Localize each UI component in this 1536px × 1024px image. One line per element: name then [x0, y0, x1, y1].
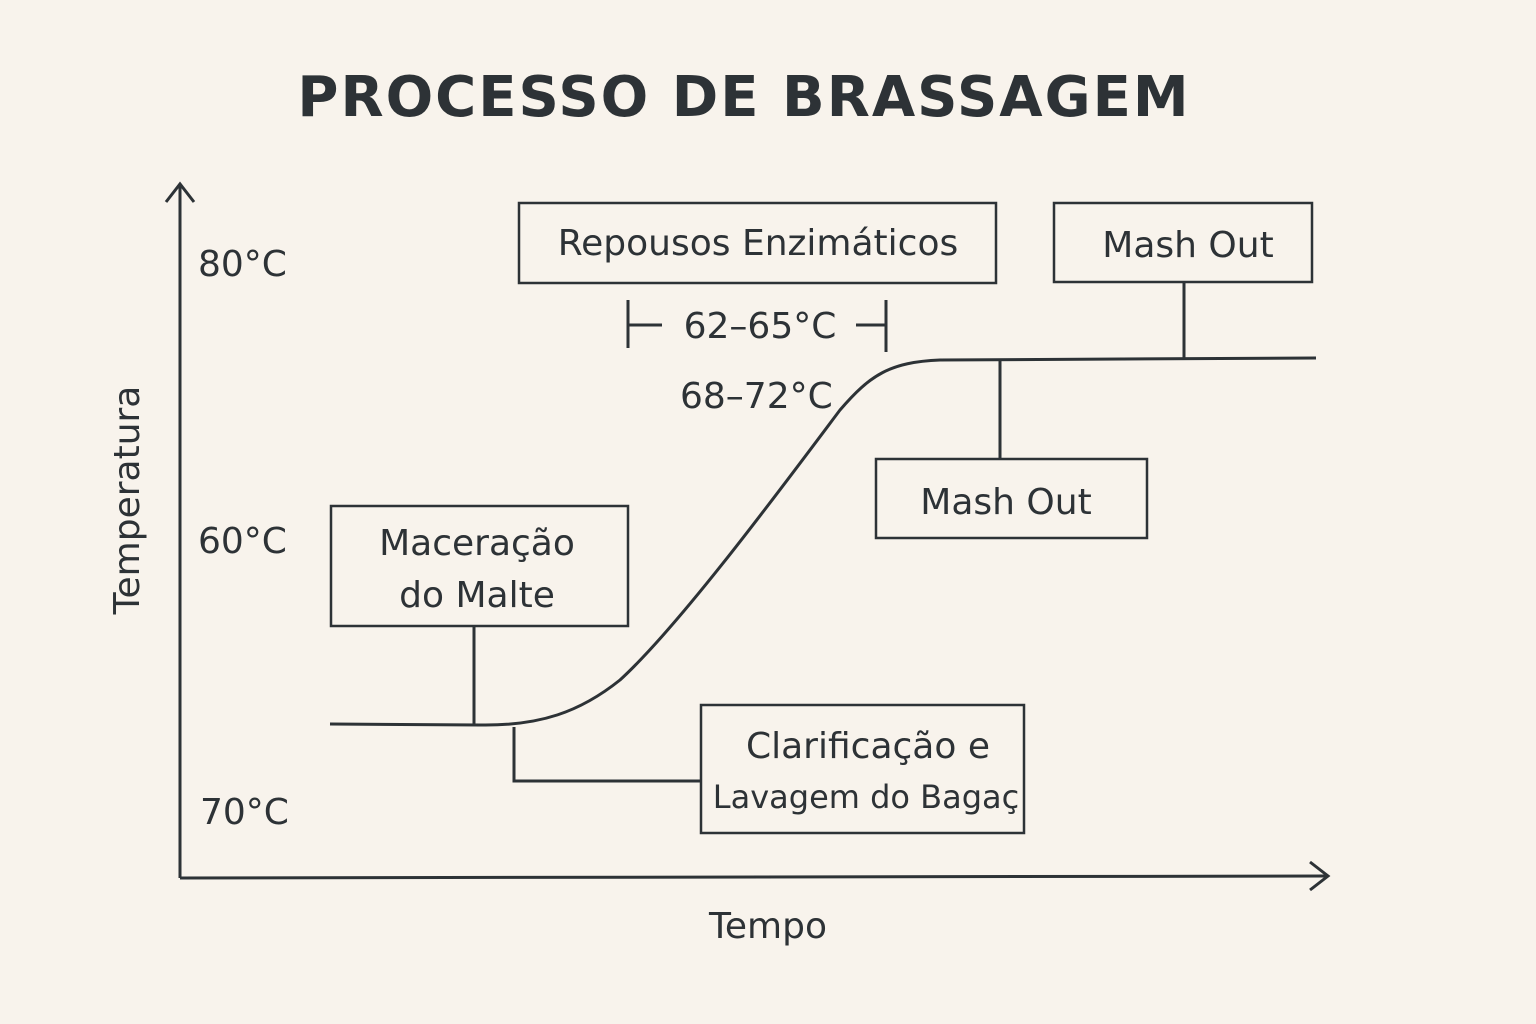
connector-clarificacao	[512, 727, 701, 783]
box-maceracao-label-line1: Maceração	[379, 523, 575, 564]
x-axis-arrow-icon	[1309, 860, 1331, 892]
box-maceracao-label-line2: do Malte	[399, 575, 555, 616]
range-label-62-65: 62–65°C	[684, 306, 837, 347]
y-tick-label-80: 80°C	[198, 244, 287, 285]
box-repousos: Repousos Enzimáticos	[517, 201, 998, 285]
box-maceracao: Maceração do Malte	[329, 504, 630, 628]
temperature-curve	[329, 356, 1317, 727]
y-axis	[164, 181, 196, 878]
box-clarificacao-label-line1: Clarificação e	[746, 726, 990, 767]
box-repousos-label: Repousos Enzimáticos	[558, 223, 959, 264]
y-axis-arrow-icon	[164, 181, 196, 203]
y-tick-label-70: 70°C	[200, 792, 289, 833]
diagram-title: PROCESSO DE BRASSAGEM	[297, 65, 1190, 130]
range-label-68-72: 68–72°C	[680, 376, 833, 417]
box-mash-out-mid: Mash Out	[874, 457, 1149, 540]
box-mash-out-mid-label: Mash Out	[920, 482, 1091, 523]
range-bracket	[626, 300, 888, 352]
y-axis-label: Temperatura	[107, 386, 148, 616]
x-axis-label: Tempo	[708, 906, 827, 947]
box-clarificacao: Clarificação e Lavagem do Bagaç	[699, 703, 1026, 835]
box-clarificacao-label-line2: Lavagem do Bagaç	[713, 778, 1019, 816]
box-mash-out-top: Mash Out	[1052, 201, 1314, 284]
y-tick-label-60: 60°C	[198, 521, 287, 562]
x-axis	[179, 860, 1331, 892]
box-mash-out-top-label: Mash Out	[1102, 225, 1273, 266]
